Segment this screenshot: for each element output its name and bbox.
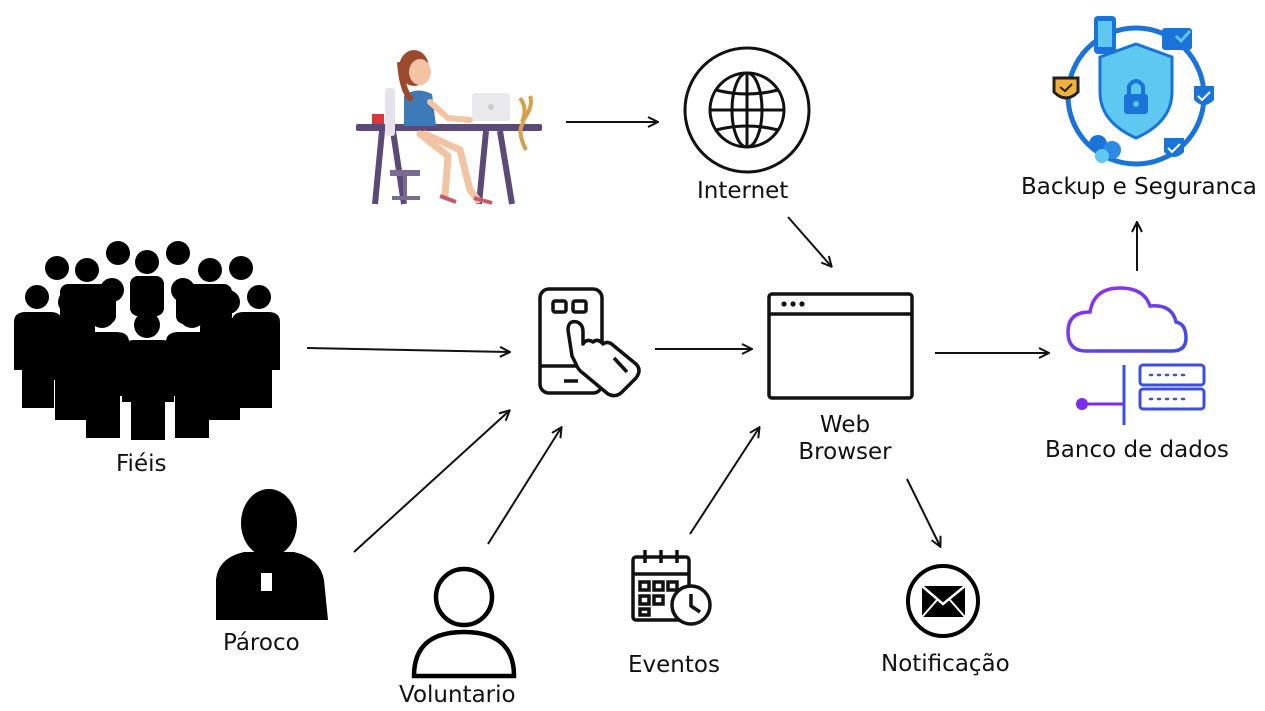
priest-icon — [216, 489, 328, 620]
web-browser-label-line2: Browser — [798, 439, 892, 465]
crowd-icon — [14, 241, 280, 440]
web-browser-label-line1: Web — [819, 412, 871, 438]
fieis-label: Fiéis — [116, 451, 167, 477]
notificacao-label: Notificação — [881, 651, 1010, 677]
arrow-internet-to-browser — [787, 216, 831, 266]
backup-label: Backup e Seguranca — [1021, 174, 1257, 200]
calendar-clock-icon — [631, 550, 712, 626]
voluntario-label: Voluntario — [399, 682, 516, 708]
paroco-label: Pároco — [223, 630, 300, 656]
woman-at-desk-icon — [356, 50, 542, 205]
security-shield-icon — [1052, 16, 1214, 167]
internet-label: Internet — [697, 178, 789, 204]
envelope-icon — [906, 564, 980, 638]
web-browser-label: Web Browser — [790, 412, 900, 466]
globe-icon — [683, 46, 811, 174]
connectors — [306, 122, 1137, 553]
arrow-browser-to-notificacao — [906, 478, 940, 546]
arrow-paroco-to-phone — [353, 411, 509, 553]
banco-label: Banco de dados — [1045, 437, 1229, 463]
cloud-database-icon — [1066, 286, 1206, 425]
smartphone-touch-icon — [538, 287, 641, 398]
arrow-fieis-to-phone — [306, 348, 509, 352]
browser-window-icon — [767, 292, 914, 400]
user-outline-icon — [411, 566, 517, 679]
eventos-label: Eventos — [628, 652, 720, 678]
arrow-eventos-to-browser — [689, 428, 759, 535]
arrow-voluntario-to-phone — [487, 428, 561, 545]
